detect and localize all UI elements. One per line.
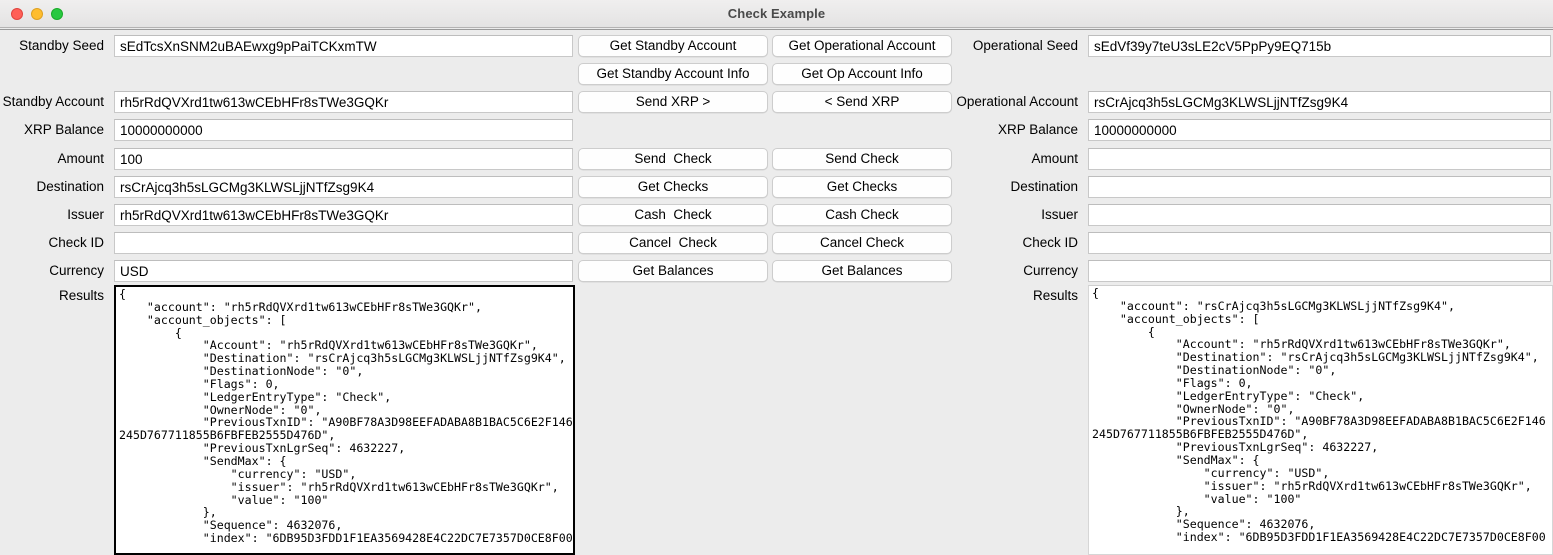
standby-xrp-balance-input[interactable]: 10000000000 bbox=[114, 119, 573, 141]
standby-seed-input[interactable]: sEdTcsXnSNM2uBAEwxg9pPaiTCKxmTW bbox=[114, 35, 573, 57]
label-operational-issuer: Issuer bbox=[1041, 207, 1078, 222]
label-operational-results: Results bbox=[1032, 288, 1078, 303]
label-standby-check-id: Check ID bbox=[48, 235, 104, 250]
operational-seed-input[interactable]: sEdVf39y7teU3sLE2cV5PpPy9EQ715b bbox=[1088, 35, 1551, 57]
window-controls[interactable] bbox=[11, 7, 63, 20]
label-operational-seed: Operational Seed bbox=[972, 38, 1078, 53]
operational-get-checks-button[interactable]: Get Checks bbox=[772, 176, 952, 198]
standby-send-check-button[interactable]: Send Check bbox=[578, 148, 768, 170]
label-standby-seed: Standby Seed bbox=[19, 38, 104, 53]
operational-amount-input[interactable] bbox=[1088, 148, 1551, 170]
window-title: Check Example bbox=[727, 6, 826, 21]
operational-destination-input[interactable] bbox=[1088, 176, 1551, 198]
maximize-icon[interactable] bbox=[51, 7, 63, 20]
get-op-account-info-button[interactable]: Get Op Account Info bbox=[772, 63, 952, 85]
window-title-bar[interactable]: Check Example bbox=[0, 0, 1553, 28]
get-standby-account-button[interactable]: Get Standby Account bbox=[578, 35, 768, 57]
standby-get-balances-button[interactable]: Get Balances bbox=[578, 260, 768, 282]
operational-send-xrp-button[interactable]: < Send XRP bbox=[772, 91, 952, 113]
label-standby-account: Standby Account bbox=[2, 94, 104, 109]
label-standby-issuer: Issuer bbox=[67, 207, 104, 222]
operational-cancel-check-button[interactable]: Cancel Check bbox=[772, 232, 952, 254]
minimize-icon[interactable] bbox=[31, 7, 43, 20]
label-operational-xrp-balance: XRP Balance bbox=[997, 122, 1078, 137]
label-operational-check-id: Check ID bbox=[1022, 235, 1078, 250]
standby-account-input[interactable]: rh5rRdQVXrd1tw613wCEbHFr8sTWe3GQKr bbox=[114, 91, 573, 113]
get-operational-account-button[interactable]: Get Operational Account bbox=[772, 35, 952, 57]
operational-account-input[interactable]: rsCrAjcq3h5sLGCMg3KLWSLjjNTfZsg9K4 bbox=[1088, 91, 1551, 113]
label-operational-destination: Destination bbox=[1010, 179, 1078, 194]
label-standby-currency: Currency bbox=[49, 263, 104, 278]
standby-send-xrp-button[interactable]: Send XRP > bbox=[578, 91, 768, 113]
label-standby-results: Results bbox=[58, 288, 104, 303]
standby-destination-input[interactable]: rsCrAjcq3h5sLGCMg3KLWSLjjNTfZsg9K4 bbox=[114, 176, 573, 198]
standby-results-textarea[interactable]: { "account": "rh5rRdQVXrd1tw613wCEbHFr8s… bbox=[114, 285, 575, 555]
standby-cancel-check-button[interactable]: Cancel Check bbox=[578, 232, 768, 254]
label-standby-amount: Amount bbox=[57, 151, 104, 166]
standby-get-checks-button[interactable]: Get Checks bbox=[578, 176, 768, 198]
label-standby-xrp-balance: XRP Balance bbox=[23, 122, 104, 137]
operational-currency-input[interactable] bbox=[1088, 260, 1551, 282]
operational-cash-check-button[interactable]: Cash Check bbox=[772, 204, 952, 226]
label-standby-destination: Destination bbox=[36, 179, 104, 194]
standby-check-id-input[interactable] bbox=[114, 232, 573, 254]
standby-issuer-input[interactable]: rh5rRdQVXrd1tw613wCEbHFr8sTWe3GQKr bbox=[114, 204, 573, 226]
label-operational-currency: Currency bbox=[1023, 263, 1078, 278]
label-operational-account: Operational Account bbox=[956, 94, 1078, 109]
standby-cash-check-button[interactable]: Cash Check bbox=[578, 204, 768, 226]
close-icon[interactable] bbox=[11, 7, 23, 20]
operational-results-textarea[interactable]: { "account": "rsCrAjcq3h5sLGCMg3KLWSLjjN… bbox=[1088, 285, 1553, 555]
operational-send-check-button[interactable]: Send Check bbox=[772, 148, 952, 170]
operational-xrp-balance-input[interactable]: 10000000000 bbox=[1088, 119, 1551, 141]
standby-currency-input[interactable]: USD bbox=[114, 260, 573, 282]
operational-get-balances-button[interactable]: Get Balances bbox=[772, 260, 952, 282]
label-operational-amount: Amount bbox=[1031, 151, 1078, 166]
standby-amount-input[interactable]: 100 bbox=[114, 148, 573, 170]
operational-issuer-input[interactable] bbox=[1088, 204, 1551, 226]
main-window: Standby Seed Standby Account XRP Balance… bbox=[0, 29, 1553, 555]
get-standby-account-info-button[interactable]: Get Standby Account Info bbox=[578, 63, 768, 85]
operational-check-id-input[interactable] bbox=[1088, 232, 1551, 254]
